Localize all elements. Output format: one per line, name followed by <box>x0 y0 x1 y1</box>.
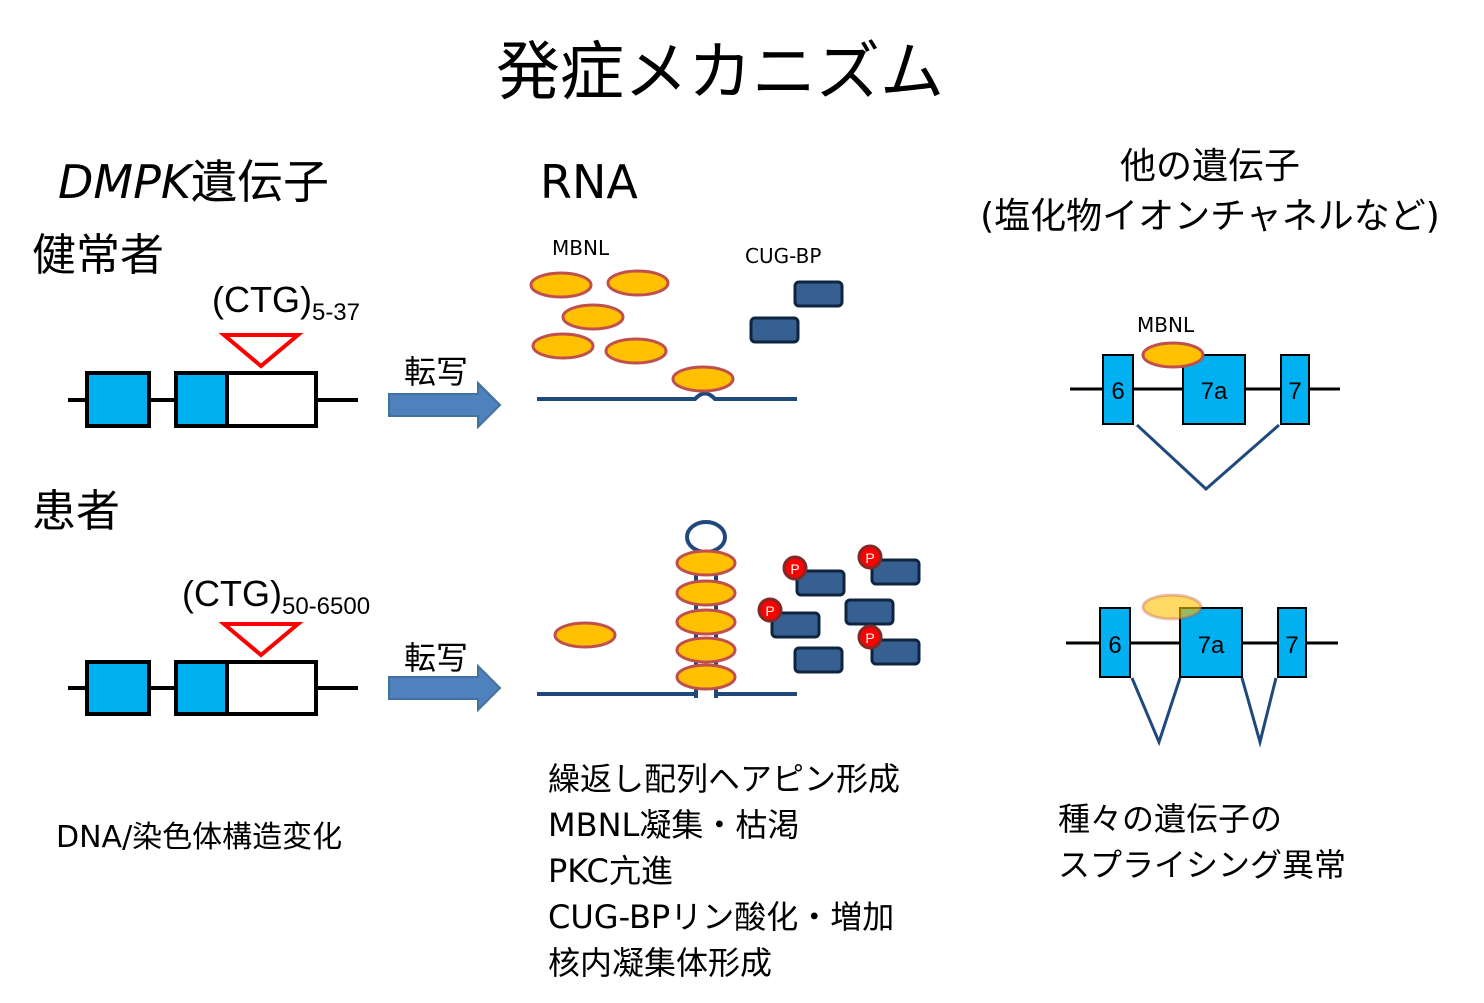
header-other-line2: (塩化物イオンチャネルなど) <box>980 196 1440 237</box>
splicing-normal: 6 7a 7 <box>1070 341 1340 492</box>
exon-2-utr <box>225 660 318 716</box>
cugbp-protein <box>793 646 844 674</box>
header-rna: RNA <box>540 155 638 209</box>
phosphate-circle <box>757 597 783 623</box>
hairpin-loop <box>685 520 727 554</box>
label-healthy: 健常者 <box>32 230 164 281</box>
rna-effect-item: PKC亢進 <box>548 852 673 890</box>
header-dmpk-gene: DMPK遺伝子 <box>58 152 329 212</box>
splicing-outcome-line1: 種々の遺伝子の <box>1058 800 1283 838</box>
gene-suffix: 遺伝子 <box>191 155 330 209</box>
phosphate-label: P <box>790 561 799 577</box>
exon-2-utr <box>225 371 318 428</box>
cugbp-protein <box>749 316 800 344</box>
exon-7 <box>1277 607 1307 678</box>
transcription-label-patient: 転写 <box>404 639 469 677</box>
exon-1 <box>85 660 151 716</box>
mbnl-protein <box>531 332 595 360</box>
splice-junction-7a-7 <box>1240 677 1278 748</box>
exon-7-label: 7 <box>1288 378 1301 405</box>
splicing-outcome: 種々の遺伝子の スプライシング異常 <box>1058 796 1346 888</box>
rna-effect-item: 繰返し配列ヘアピン形成 <box>548 760 901 798</box>
mbnl-protein-depleted <box>1141 593 1203 621</box>
cugbp-protein <box>844 598 895 626</box>
mbnl-protein-bound <box>671 365 735 393</box>
splice-junction-6-7a <box>1130 677 1182 747</box>
phosphate-circle <box>857 624 883 650</box>
exon-7a-label: 7a <box>1201 378 1228 405</box>
mbnl-protein <box>561 303 625 331</box>
phosphate-label: P <box>765 603 774 619</box>
mbnl-label: MBNL <box>552 236 610 260</box>
phosphate-icon: P <box>857 544 883 570</box>
mbnl-protein <box>604 337 668 365</box>
splicing-outcome-line2: スプライシング異常 <box>1058 846 1347 884</box>
gene-patient <box>68 622 358 716</box>
gene-name: DMPK <box>58 155 192 209</box>
exon-6 <box>1102 354 1134 425</box>
splicing-aberrant: 6 7a 7 <box>1066 593 1338 748</box>
mbnl-protein-free <box>553 621 617 649</box>
repeat-range-patient: 50-6500 <box>281 593 371 620</box>
exon-6-label: 6 <box>1108 632 1121 659</box>
header-other-genes: 他の遺伝子 (塩化物イオンチャネルなど) <box>960 142 1460 242</box>
cugbp-protein-phosphorylated <box>770 611 821 639</box>
repeat-label-patient: (CTG)50-6500 <box>182 572 370 629</box>
phosphate-icon: P <box>757 597 783 623</box>
repeat-base-patient: (CTG) <box>182 573 282 614</box>
mbnl-protein <box>606 269 670 297</box>
mbnl-protein <box>529 271 593 299</box>
rna-strand <box>537 391 797 401</box>
exon-7 <box>1280 354 1310 425</box>
exon-7a <box>1182 354 1246 425</box>
label-patient: 患者 <box>32 486 120 537</box>
repeat-range-healthy: 5-37 <box>311 299 361 326</box>
rna-healthy <box>529 269 844 401</box>
splice-junction-6-7 <box>1135 423 1280 492</box>
gene-healthy <box>68 333 358 428</box>
mbnl-protein-sequestered <box>675 636 737 664</box>
exon-7a-label: 7a <box>1198 632 1225 659</box>
exon-1 <box>85 371 151 428</box>
exon-7a <box>1179 607 1243 678</box>
exon-7-label: 7 <box>1285 632 1298 659</box>
mbnl-protein-bound <box>1141 341 1205 369</box>
exon-2-coding <box>174 660 229 716</box>
cugbp-protein-phosphorylated <box>870 558 921 586</box>
repeat-label-healthy: (CTG)5-37 <box>212 278 360 335</box>
exon-2-coding <box>174 371 229 428</box>
dna-outcome: DNA/染色体構造変化 <box>56 820 343 855</box>
phosphate-icon: P <box>782 555 808 581</box>
rna-effect-item: 核内凝集体形成 <box>548 944 773 982</box>
cugbp-protein-phosphorylated <box>795 569 846 597</box>
header-other-line1: 他の遺伝子 <box>1119 146 1300 187</box>
rna-effect-item: CUG-BPリン酸化・増加 <box>548 898 895 936</box>
phosphate-circle <box>782 555 808 581</box>
transcription-label-healthy: 転写 <box>404 353 469 391</box>
mbnl-protein-sequestered <box>675 549 737 577</box>
cugbp-label: CUG-BP <box>745 244 822 268</box>
exon-6 <box>1099 607 1131 678</box>
rna-patient: P P P P <box>537 520 921 698</box>
cugbp-protein-phosphorylated <box>870 638 921 666</box>
repeat-marker-healthy <box>218 333 304 369</box>
slide-title: 発症メカニズム <box>496 36 944 110</box>
mbnl-label-splicing: MBNL <box>1137 313 1195 337</box>
cugbp-protein <box>793 280 844 308</box>
mbnl-protein-sequestered <box>675 608 737 636</box>
phosphate-circle <box>857 544 883 570</box>
mbnl-protein-sequestered <box>675 579 737 607</box>
phosphate-icon: P <box>857 624 883 650</box>
exon-6-label: 6 <box>1111 378 1124 405</box>
phosphate-label: P <box>865 630 874 646</box>
rna-effect-item: MBNL凝集・枯渇 <box>548 806 800 844</box>
repeat-base-healthy: (CTG) <box>212 279 312 320</box>
mbnl-protein-sequestered <box>675 663 737 691</box>
phosphate-label: P <box>865 550 874 566</box>
rna-effects-list: 繰返し配列ヘアピン形成 MBNL凝集・枯渇 PKC亢進 CUG-BPリン酸化・増… <box>548 756 900 986</box>
